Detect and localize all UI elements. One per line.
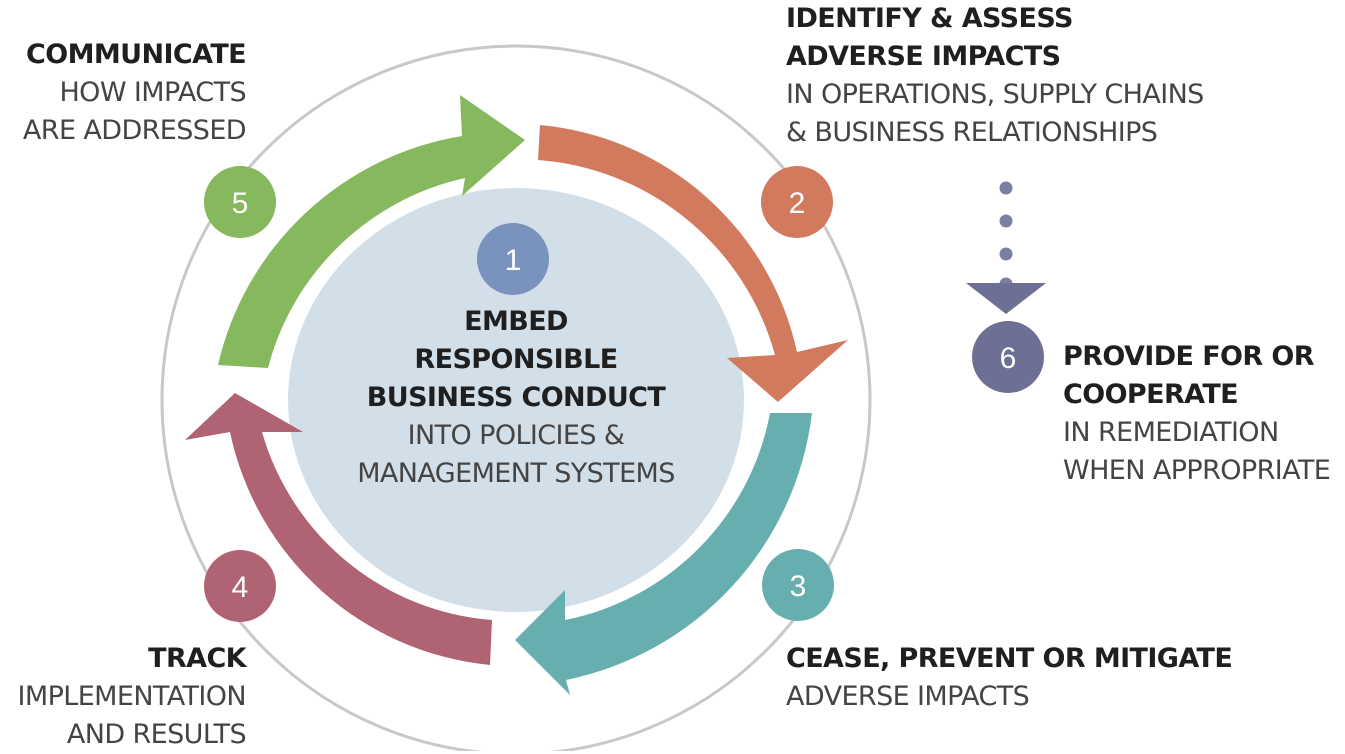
step-1-title-line: EMBED bbox=[464, 306, 568, 337]
step-5-detail-line: ARE ADDRESSED bbox=[22, 115, 247, 146]
step-5-title-line: COMMUNICATE bbox=[26, 39, 247, 70]
arrow-step-4 bbox=[185, 393, 492, 665]
step-3-detail-line: ADVERSE IMPACTS bbox=[786, 681, 1030, 712]
step-5-detail-line: HOW IMPACTS bbox=[59, 77, 246, 108]
svg-text:6: 6 bbox=[1000, 342, 1017, 375]
step-2-detail-line: IN OPERATIONS, SUPPLY CHAINS bbox=[786, 79, 1204, 110]
svg-text:4: 4 bbox=[232, 571, 249, 604]
badge-step-2: 2 bbox=[761, 166, 833, 238]
step-3-text: CEASE, PREVENT OR MITIGATE ADVERSE IMPAC… bbox=[786, 640, 1233, 716]
step-2-text: IDENTIFY & ASSESS ADVERSE IMPACTS IN OPE… bbox=[786, 0, 1204, 152]
step-1-detail-line: MANAGEMENT SYSTEMS bbox=[357, 458, 675, 489]
step-5-text: COMMUNICATE HOW IMPACTS ARE ADDRESSED bbox=[22, 36, 247, 150]
badge-step-4: 4 bbox=[204, 550, 276, 622]
step-1-text: EMBED RESPONSIBLE BUSINESS CONDUCT INTO … bbox=[326, 303, 706, 493]
badge-step-1: 1 bbox=[477, 223, 549, 295]
badge-step-3: 3 bbox=[762, 549, 834, 621]
svg-text:3: 3 bbox=[790, 570, 807, 603]
step-1-title-line: BUSINESS CONDUCT bbox=[366, 382, 666, 413]
step-4-detail-line: AND RESULTS bbox=[66, 719, 247, 750]
step-6-text: PROVIDE FOR OR COOPERATE IN REMEDIATION … bbox=[1063, 338, 1331, 490]
step-2-title-line: IDENTIFY & ASSESS bbox=[786, 3, 1073, 34]
step-4-detail-line: IMPLEMENTATION bbox=[17, 681, 247, 712]
svg-text:1: 1 bbox=[505, 244, 522, 277]
step-3-title-line: CEASE, PREVENT OR MITIGATE bbox=[786, 643, 1233, 674]
center-disc bbox=[288, 188, 744, 612]
step-2-title-line: ADVERSE IMPACTS bbox=[786, 41, 1061, 72]
svg-text:5: 5 bbox=[232, 187, 249, 220]
svg-text:2: 2 bbox=[789, 187, 806, 220]
step-4-title-line: TRACK bbox=[148, 643, 246, 674]
step-4-text: TRACK IMPLEMENTATION AND RESULTS bbox=[17, 640, 247, 754]
outer-ring bbox=[160, 44, 872, 751]
arrow-step-3 bbox=[515, 413, 812, 695]
dotted-connector bbox=[966, 181, 1046, 314]
arrow-step-2 bbox=[538, 125, 848, 402]
step-1-title-line: RESPONSIBLE bbox=[414, 344, 618, 375]
step-6-detail-line: IN REMEDIATION bbox=[1063, 417, 1279, 448]
step-6-title-line: PROVIDE FOR OR bbox=[1063, 341, 1315, 372]
arrow-step-5 bbox=[218, 95, 525, 368]
badge-step-5: 5 bbox=[204, 166, 276, 238]
step-6-detail-line: WHEN APPROPRIATE bbox=[1063, 455, 1331, 486]
step-2-detail-line: & BUSINESS RELATIONSHIPS bbox=[786, 117, 1158, 148]
step-1-detail-line: INTO POLICIES & bbox=[407, 420, 625, 451]
step-6-title-line: COOPERATE bbox=[1063, 379, 1239, 410]
badge-step-6: 6 bbox=[972, 321, 1044, 393]
